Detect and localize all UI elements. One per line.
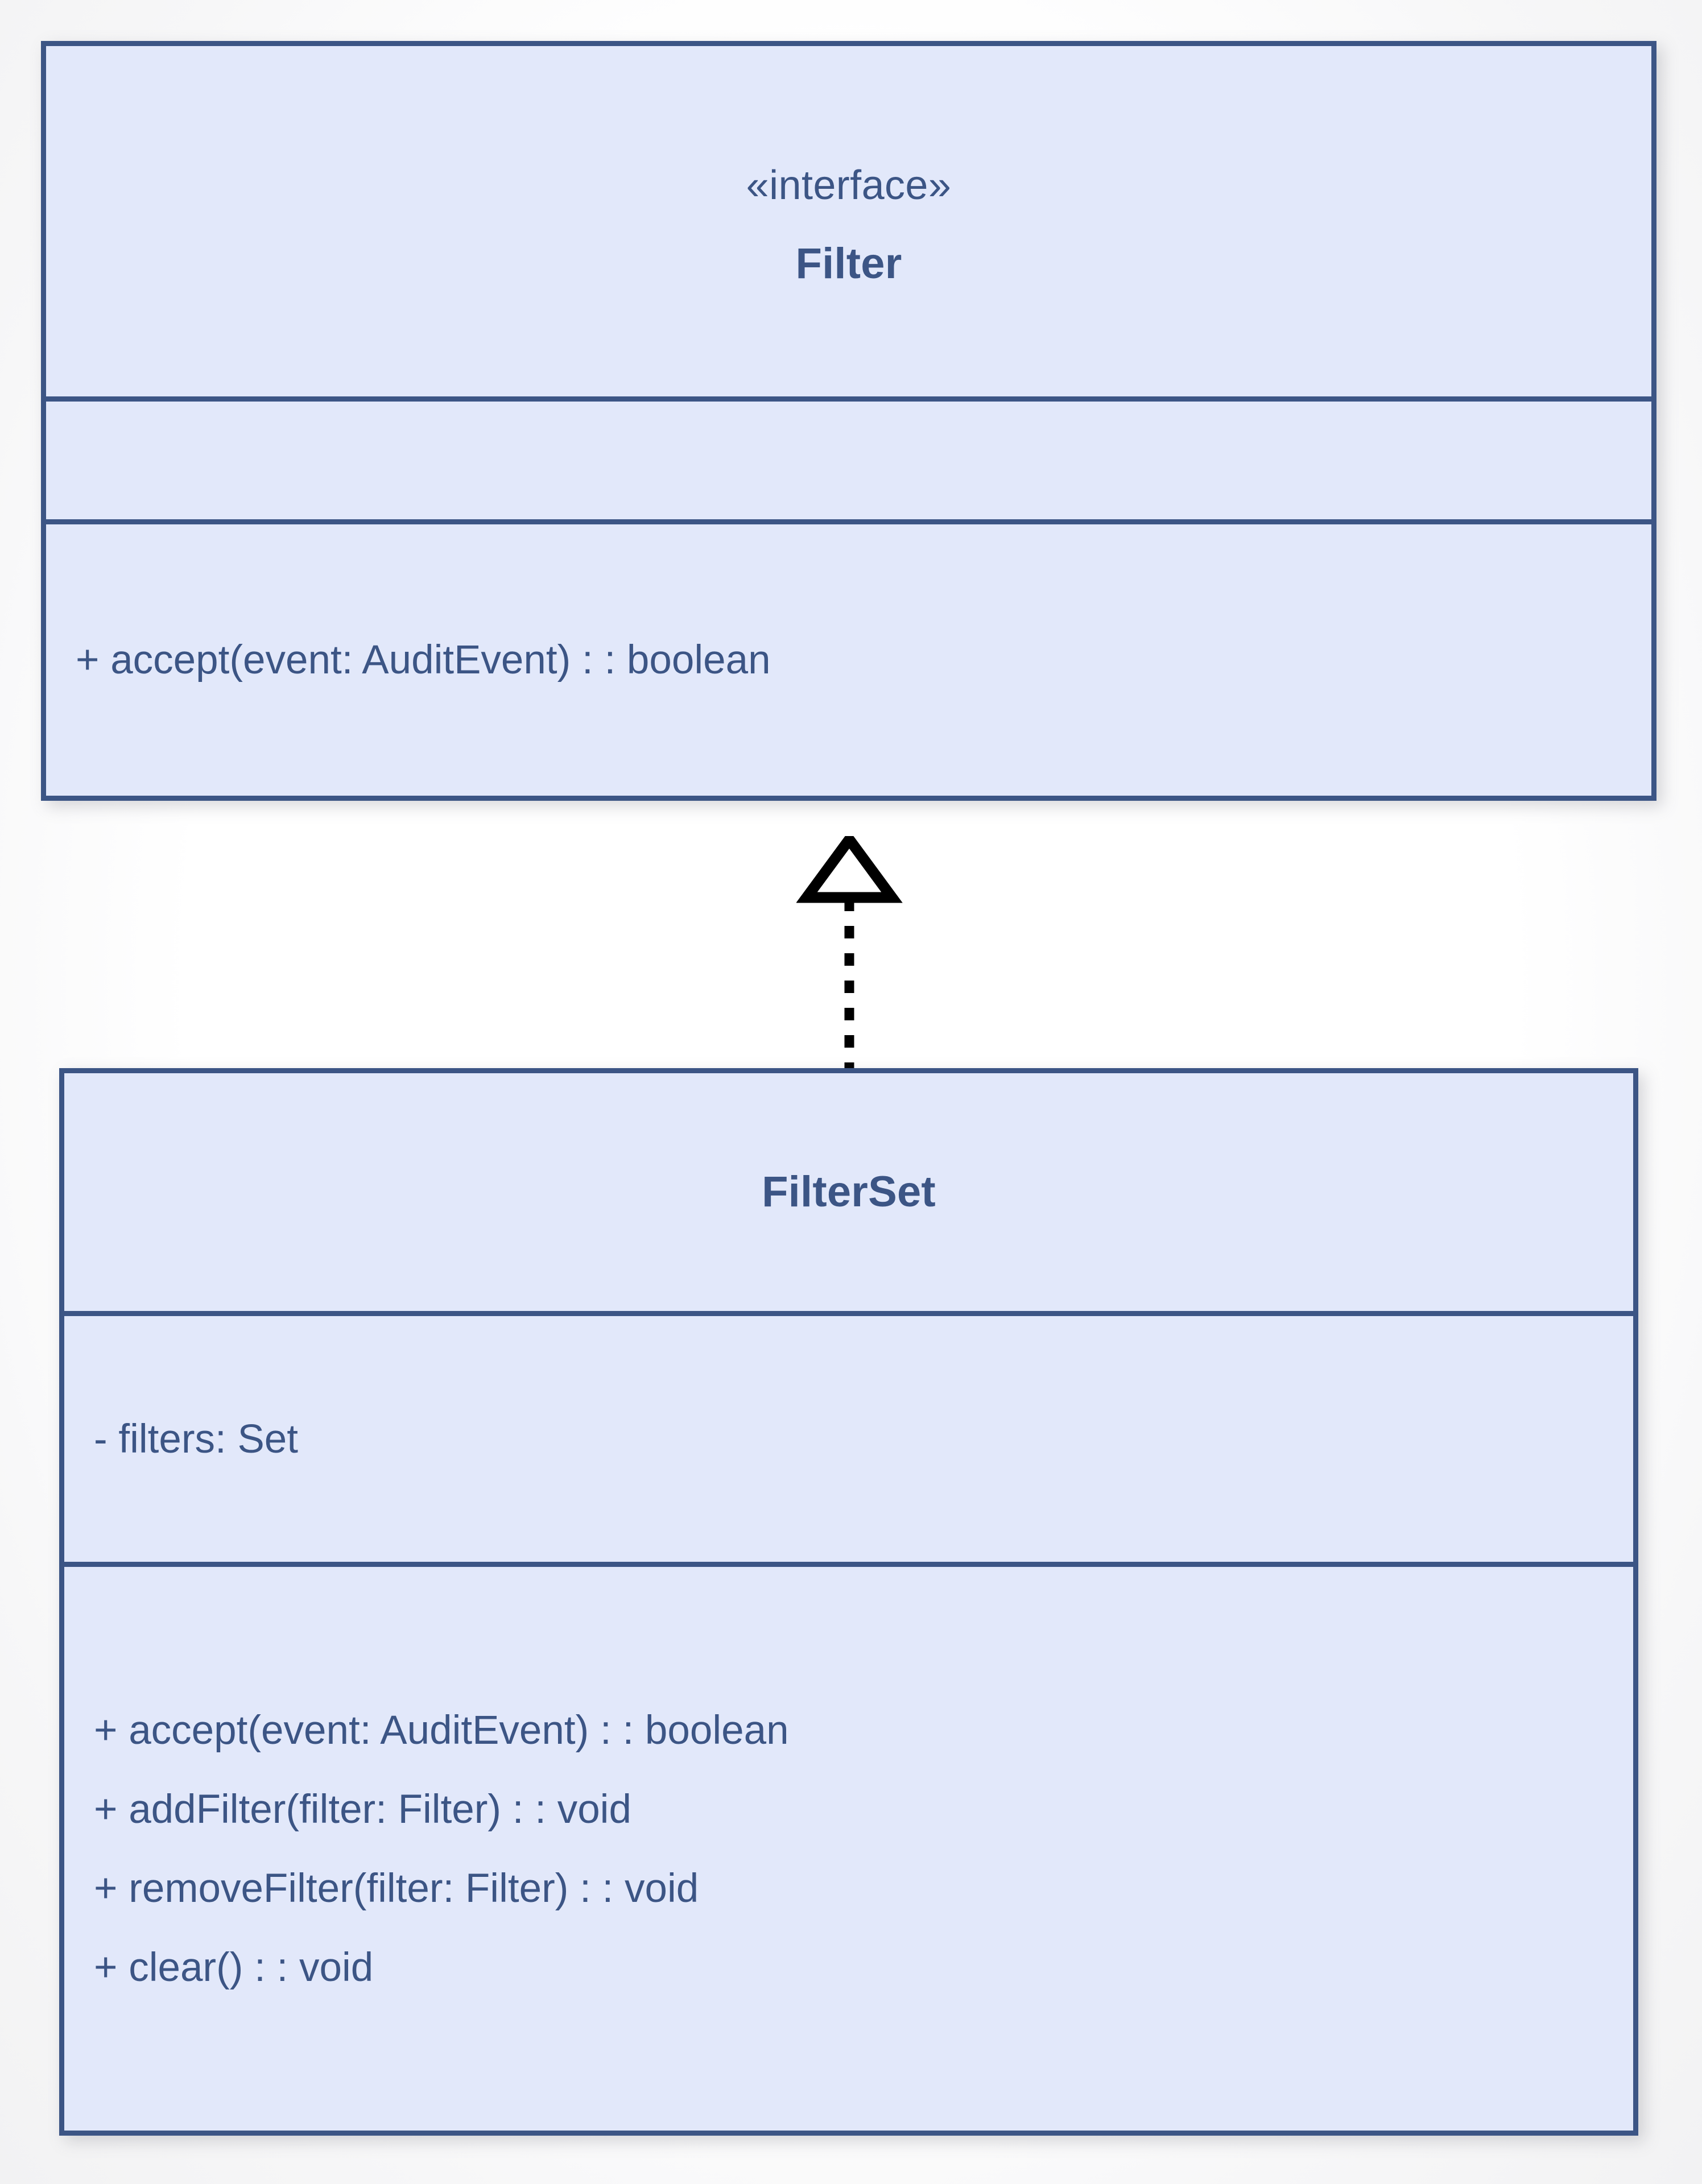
method-list: + accept(event: AuditEvent) : : boolean [46,524,1651,796]
hollow-triangle-arrow-icon [796,836,903,903]
class-title-filterset: FilterSet [762,1168,936,1217]
class-methods-filterset: + accept(event: AuditEvent) : : boolean … [64,1562,1633,2131]
list-item: + removeFilter(filter: Filter) : : void [94,1866,699,1911]
class-stereotype: «interface» [746,163,952,209]
class-attributes-filter [46,396,1651,519]
uml-class-filter[interactable]: «interface» Filter + accept(event: Audit… [41,41,1656,801]
class-methods-filter: + accept(event: AuditEvent) : : boolean [46,519,1651,796]
list-item: - filters: Set [94,1416,299,1462]
realization-connector [796,836,903,1075]
attribute-list [46,402,1651,519]
list-item: + accept(event: AuditEvent) : : boolean [76,638,771,682]
class-header-filter: «interface» Filter [46,46,1651,396]
list-item: + addFilter(filter: Filter) : : void [94,1786,631,1832]
uml-class-filterset[interactable]: FilterSet - filters: Set + accept(event:… [59,1068,1638,2136]
list-item: + clear() : : void [94,1945,374,1990]
method-list: + accept(event: AuditEvent) : : boolean … [64,1567,1633,2131]
attribute-list: - filters: Set [64,1316,1633,1562]
class-header-filterset: FilterSet [64,1073,1633,1311]
list-item: + accept(event: AuditEvent) : : boolean [94,1707,789,1753]
page-title: Filter [795,239,902,288]
class-attributes-filterset: - filters: Set [64,1311,1633,1562]
